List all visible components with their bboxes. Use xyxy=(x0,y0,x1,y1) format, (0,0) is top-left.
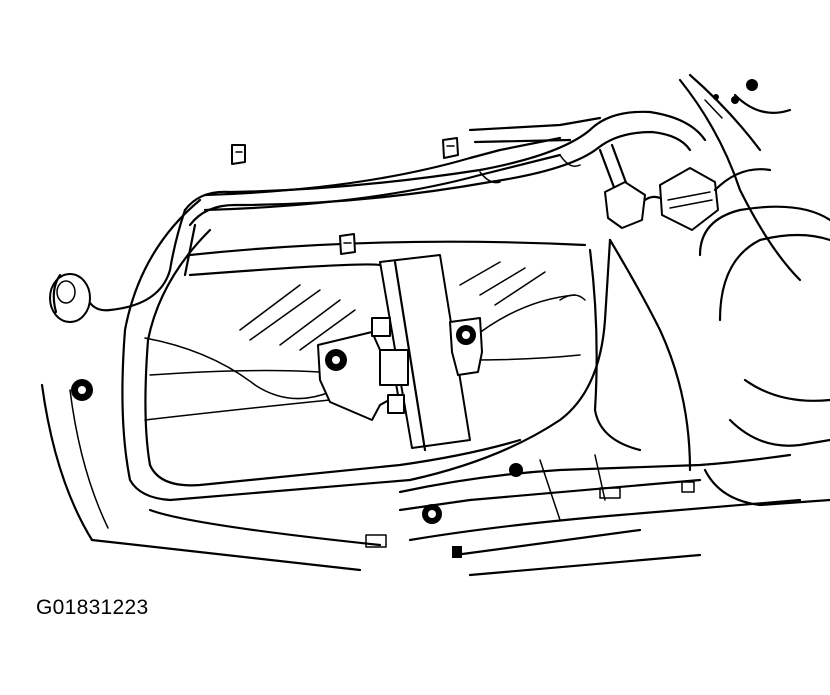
right-side-structure xyxy=(678,73,830,507)
figure-id-label: G01831223 xyxy=(36,596,149,619)
line-drawing xyxy=(40,73,830,577)
grommet xyxy=(49,273,91,323)
lower-door-panel xyxy=(365,453,802,577)
door-outer-frame xyxy=(40,383,382,572)
upper-window-channel xyxy=(203,116,602,212)
electrical-connectors xyxy=(604,167,772,231)
panel-bolts xyxy=(71,379,523,558)
wire-harness xyxy=(86,110,707,312)
window-glass xyxy=(144,240,587,421)
regulator-bracket-right xyxy=(449,317,483,376)
door-inner-panel xyxy=(121,198,692,502)
retainer-clips xyxy=(231,137,459,255)
regulator-bracket-left xyxy=(317,317,409,421)
